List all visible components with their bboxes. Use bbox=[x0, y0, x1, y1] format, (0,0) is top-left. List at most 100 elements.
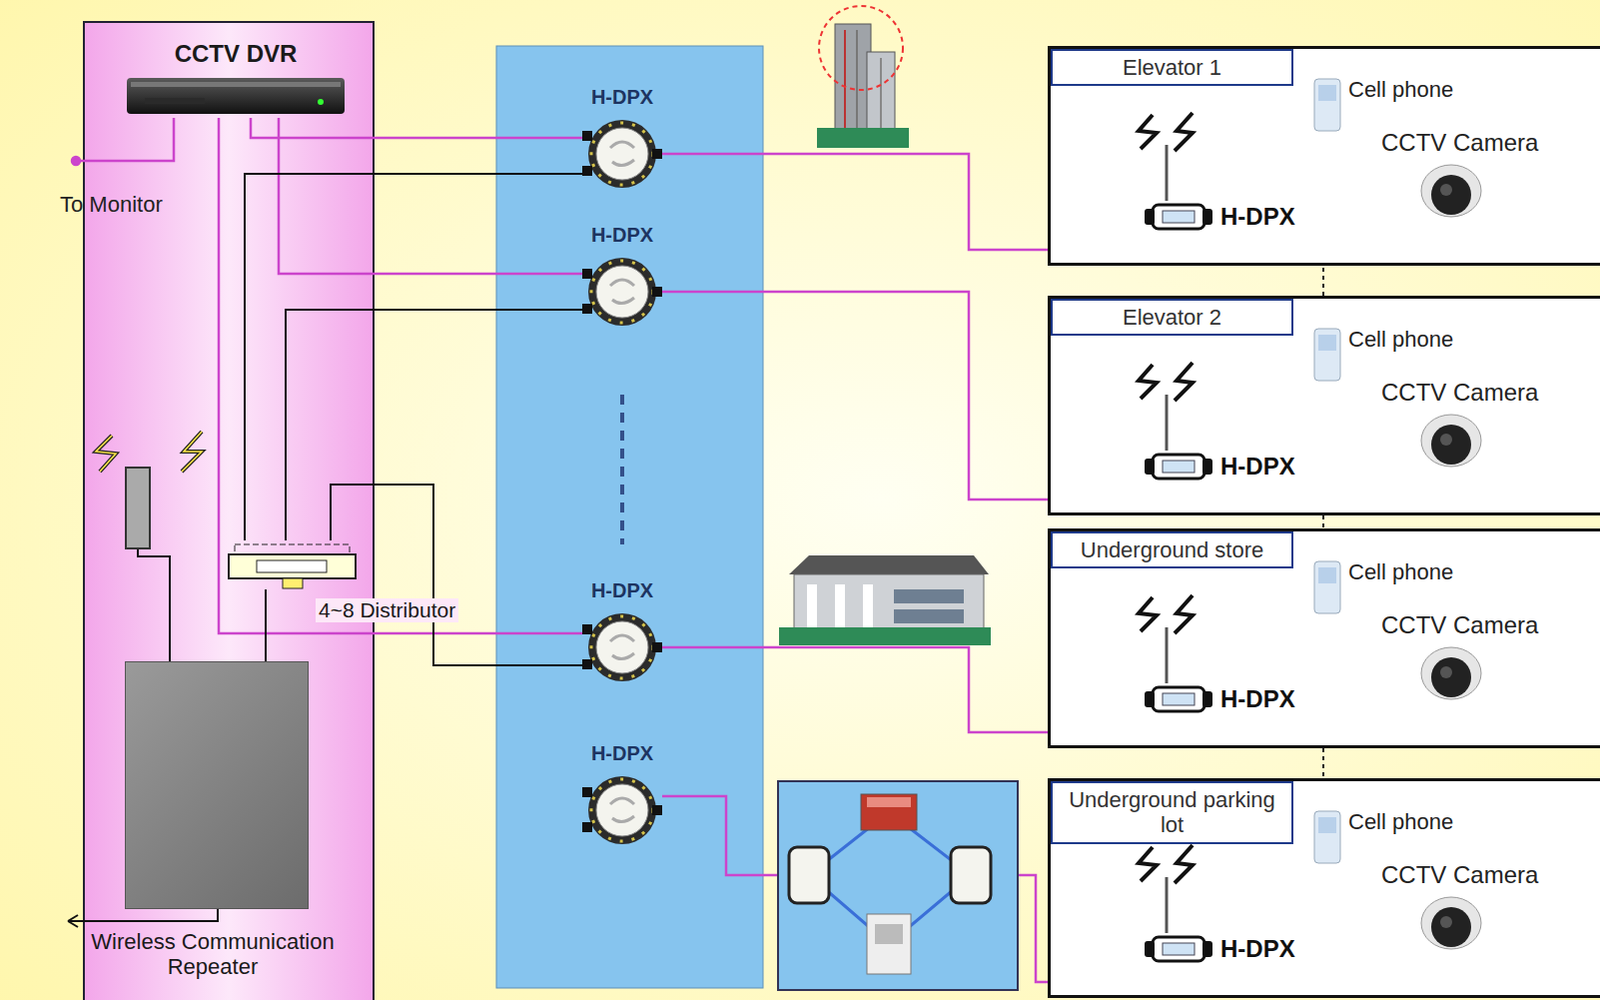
device-label: CCTV Camera bbox=[1381, 860, 1539, 889]
antenna-symbol bbox=[1165, 394, 1169, 451]
hdpx-connector bbox=[582, 659, 593, 670]
hdpx-device-icon bbox=[1162, 210, 1195, 223]
node-region: Elevator 2Cell phoneCCTV CameraH-DPX bbox=[1047, 295, 1600, 516]
repeater-antenna bbox=[137, 548, 170, 662]
device-label: H-DPX bbox=[1220, 685, 1296, 714]
hdpx-device-icon bbox=[1144, 208, 1155, 225]
device-name: Wireless Communication Repeater bbox=[53, 928, 372, 980]
zone-title: Underground store bbox=[1058, 537, 1286, 563]
hdpx-device-icon bbox=[1162, 942, 1195, 955]
cell-phone-icon bbox=[1314, 810, 1341, 863]
hdpx-connector bbox=[591, 122, 654, 185]
junction-box-art bbox=[778, 781, 1018, 990]
low-building-icon bbox=[789, 555, 989, 575]
hdpx-connector bbox=[596, 784, 649, 836]
dvr-unit bbox=[126, 77, 345, 114]
device-label: CCTV Camera bbox=[1381, 611, 1539, 640]
dome-camera-icon bbox=[1431, 906, 1472, 947]
repeater-antenna bbox=[181, 431, 202, 472]
node-cam: CCTV Camera bbox=[1381, 378, 1539, 469]
hdpx-connector bbox=[596, 127, 649, 180]
junction-box-art bbox=[866, 797, 911, 807]
dome-camera-icon bbox=[1421, 164, 1482, 217]
node-region: Underground parking lot Cell phoneCCTV Ca… bbox=[1047, 778, 1600, 998]
monitor-wire bbox=[71, 156, 80, 165]
antenna-symbol bbox=[1174, 844, 1193, 883]
antenna-symbol bbox=[1138, 846, 1157, 881]
riser-continuation bbox=[620, 394, 625, 545]
zone-tab: Elevator 1 bbox=[1050, 48, 1294, 86]
tall-building-icon bbox=[818, 5, 903, 90]
zone-tab: Elevator 2 bbox=[1050, 298, 1294, 336]
junction-box-art bbox=[789, 846, 829, 903]
dome-camera-icon bbox=[1431, 424, 1472, 465]
low-building-icon bbox=[862, 584, 873, 630]
repeater-antenna bbox=[95, 435, 116, 472]
monitor-wire bbox=[77, 117, 174, 161]
dome-camera-icon bbox=[1421, 414, 1482, 467]
zone-continuation bbox=[1322, 748, 1325, 779]
dvr-unit bbox=[130, 81, 341, 87]
zone-title: Underground parking lot bbox=[1058, 787, 1286, 838]
hdpx-device-icon bbox=[1202, 208, 1213, 225]
cell-phone-icon bbox=[1314, 328, 1341, 381]
hdpx-connector bbox=[652, 804, 663, 815]
dome-camera-icon bbox=[1421, 896, 1482, 949]
cell-phone-icon bbox=[1314, 561, 1341, 614]
video-cable bbox=[250, 117, 583, 138]
distributor-unit bbox=[256, 560, 327, 573]
distributor-unit bbox=[282, 578, 303, 589]
hdpx-connector bbox=[582, 165, 593, 176]
node-rh: H-DPX bbox=[1144, 930, 1296, 967]
repeater-output-wire bbox=[67, 914, 78, 927]
zone-tab: Underground store bbox=[1050, 531, 1294, 569]
hdpx-connector bbox=[582, 303, 593, 314]
low-building-icon bbox=[779, 555, 991, 646]
low-building-icon bbox=[834, 584, 845, 630]
hdpx-connector bbox=[582, 607, 663, 688]
hdpx-connector bbox=[610, 798, 635, 822]
hdpx-device-icon bbox=[1152, 936, 1205, 961]
dome-camera-icon bbox=[1381, 888, 1502, 951]
hdpx-connector bbox=[652, 286, 663, 297]
hdpx-device-icon bbox=[1144, 448, 1213, 485]
device-label: CCTV Camera bbox=[1381, 128, 1539, 157]
dome-camera-icon bbox=[1381, 639, 1502, 702]
zone-continuation bbox=[1322, 267, 1325, 296]
hdpx-connector bbox=[582, 130, 593, 141]
hdpx-device-icon bbox=[1152, 687, 1205, 712]
wire-label: To Monitor bbox=[59, 191, 163, 217]
hdpx-device-icon bbox=[1152, 454, 1205, 479]
hdpx-connector bbox=[582, 113, 663, 194]
hdpx-device-icon bbox=[1144, 940, 1155, 957]
repeater-output-wire bbox=[67, 906, 218, 927]
antenna-symbol bbox=[1165, 876, 1169, 933]
hdpx-device-icon bbox=[1144, 458, 1155, 475]
repeater-antenna bbox=[125, 467, 150, 549]
cell-phone-icon bbox=[1312, 76, 1343, 133]
hdpx-device-icon bbox=[1152, 204, 1205, 229]
antenna-symbol bbox=[1130, 587, 1211, 684]
antenna-symbol bbox=[1138, 364, 1157, 399]
hdpx-connector bbox=[588, 119, 657, 188]
device-label: Cell phone bbox=[1348, 808, 1454, 834]
zone-title: Elevator 1 bbox=[1058, 54, 1286, 80]
hdpx-connector bbox=[582, 624, 593, 635]
low-building-icon bbox=[794, 574, 984, 633]
tall-building-icon bbox=[834, 23, 871, 140]
device-label: H-DPX bbox=[1220, 934, 1296, 963]
hdpx-connector bbox=[610, 141, 635, 166]
hdpx-connector bbox=[610, 635, 635, 660]
distributor-unit bbox=[226, 540, 358, 593]
repeater-output-wire bbox=[67, 906, 218, 921]
repeater-housing bbox=[124, 661, 309, 909]
low-building-icon bbox=[806, 584, 817, 630]
hdpx-connector bbox=[652, 148, 663, 159]
antenna-symbol bbox=[1174, 595, 1193, 634]
tall-building-icon bbox=[843, 29, 846, 135]
cell-phone-icon bbox=[1312, 808, 1343, 865]
dome-camera-icon bbox=[1440, 915, 1453, 928]
hdpx-device-icon bbox=[1202, 691, 1213, 708]
cell-phone-icon bbox=[1312, 559, 1343, 616]
